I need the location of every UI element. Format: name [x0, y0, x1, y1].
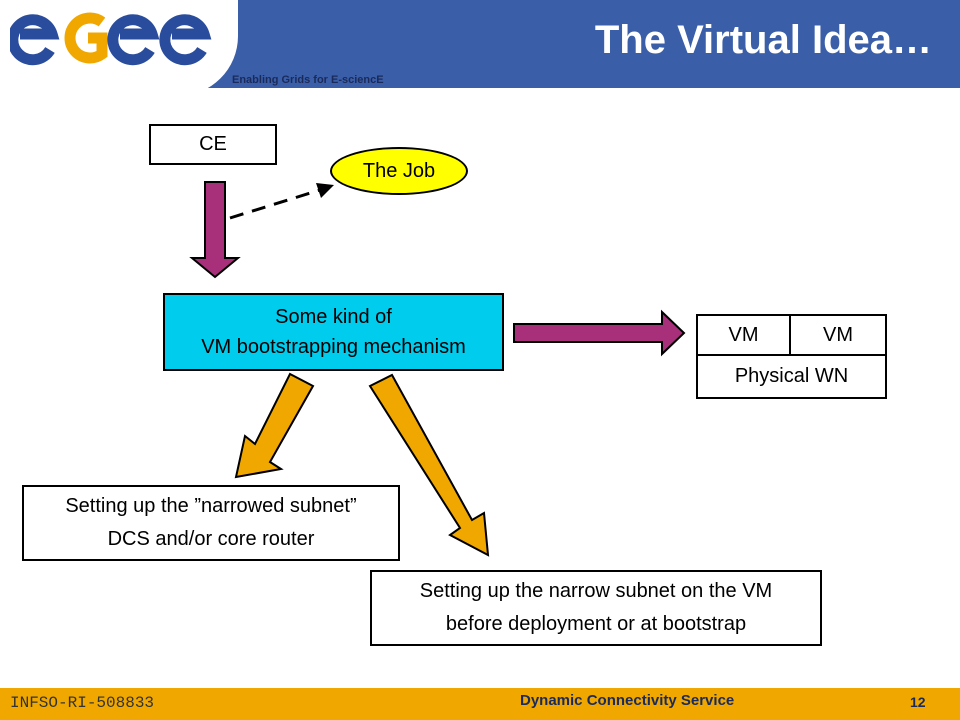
service-name: Dynamic Connectivity Service [520, 692, 735, 709]
subnet2-box: Setting up the narrow subnet on the VM b… [370, 570, 822, 646]
subnet1-line1: Setting up the ”narrowed subnet” [65, 495, 357, 517]
bootstrap-line2: VM bootstrapping mechanism [201, 336, 466, 358]
page-number: 12 [910, 694, 926, 710]
bootstrap-to-vm-arrow [513, 309, 686, 357]
job-ellipse: The Job [330, 147, 468, 195]
ce-box: CE [149, 124, 277, 165]
subnet1-line2: DCS and/or core router [107, 528, 315, 550]
dashed-line-to-job [229, 188, 321, 220]
tagline: Enabling Grids for E-sciencE [232, 74, 384, 86]
slide-title: The Virtual Idea… [594, 18, 932, 62]
subnet2-line1: Setting up the narrow subnet on the VM [419, 580, 773, 602]
vm-box-2: VM [789, 314, 887, 356]
egee-logo [10, 12, 212, 66]
ce-to-bootstrap-arrow [189, 181, 241, 279]
bootstrap-to-subnet2-arrow [368, 373, 490, 557]
footer-bar [0, 688, 960, 720]
bootstrap-to-subnet1-arrow [234, 372, 315, 479]
subnet1-box: Setting up the ”narrowed subnet” DCS and… [22, 485, 400, 561]
subnet2-line2: before deployment or at bootstrap [445, 613, 747, 635]
vm-box-1: VM [696, 314, 791, 356]
dashed-arrowhead-icon [316, 183, 334, 198]
bootstrap-box: Some kind of VM bootstrapping mechanism [163, 293, 504, 371]
logo-panel [0, 0, 238, 96]
bootstrap-line1: Some kind of [275, 306, 392, 328]
project-id: INFSO-RI-508833 [10, 694, 155, 712]
physical-wn-box: Physical WN [696, 354, 887, 399]
